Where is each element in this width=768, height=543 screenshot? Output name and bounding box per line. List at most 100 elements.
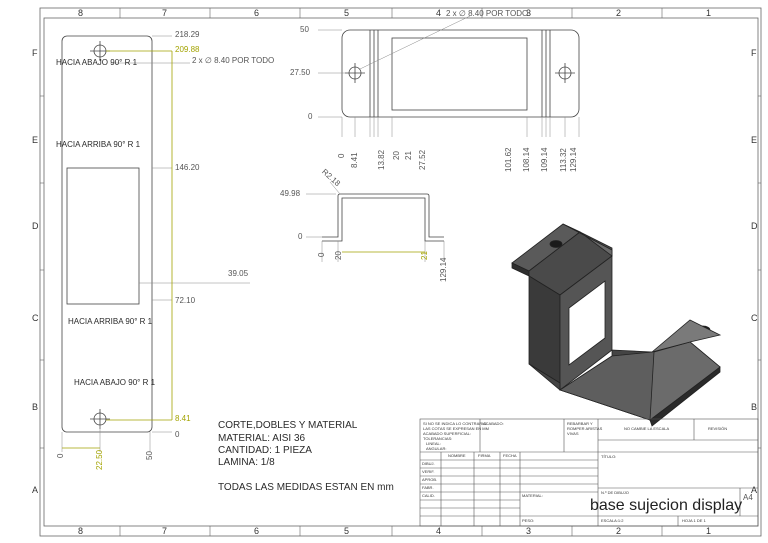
tb-peso: PESO: [522, 518, 535, 523]
zone-right-B: B [751, 402, 758, 412]
zone-top-5: 5 [344, 8, 350, 18]
front-dim-b3: 20 [392, 151, 401, 160]
zone-right-D: D [751, 221, 758, 231]
front-window [391, 37, 528, 111]
tb-titulo: TÍTULO: [601, 454, 617, 459]
flat-dim-8-41: 8.41 [175, 414, 191, 423]
tb-revision: REVISIÓN [708, 426, 728, 431]
zone-bottom-5: 5 [344, 526, 350, 536]
zone-left-D: D [32, 221, 39, 231]
title-block [419, 418, 759, 527]
zone-top-6: 6 [254, 8, 260, 18]
tb-role-verif: VERIF. [422, 469, 435, 474]
zone-right-E: E [751, 135, 758, 145]
tb-role-calid: CALID. [422, 493, 435, 498]
front-outline [341, 29, 580, 118]
front-dim-50: 50 [300, 25, 309, 34]
zone-top-1: 1 [706, 8, 712, 18]
tb-spec-4: TOLERANCIAS: [423, 436, 453, 441]
note-line-5: TODAS LAS MEDIDAS ESTAN EN mm [218, 482, 394, 493]
zone-bottom-4: 4 [436, 526, 442, 536]
tb-size: A4 [743, 493, 753, 502]
tb-material: MATERIAL: [522, 493, 543, 498]
flat-pattern-view [61, 35, 250, 452]
bend-label-3: HACIA ARRIBA 90° R 1 [68, 317, 153, 326]
side-dim-b21: 21 [420, 251, 429, 260]
front-hole-left [345, 63, 365, 83]
tb-n-dibujo: N.º DE DIBUJO [601, 490, 629, 495]
tb-rebarbar-1: REBARBAR Y [567, 421, 593, 426]
front-dim-b10: 129.14 [569, 147, 578, 172]
isometric-part [511, 223, 722, 427]
tb-rebarbar-2: ROMPER ARISTAS [567, 426, 603, 431]
zone-bottom-2: 2 [616, 526, 622, 536]
zone-top-2: 2 [616, 8, 622, 18]
side-dim-b129: 129.14 [439, 257, 448, 282]
tb-spec-3: ACABADO SUPERFICIAL: [423, 431, 472, 436]
zone-top-3: 3 [526, 8, 532, 18]
flat-cutout [66, 167, 140, 305]
outer-border [39, 7, 762, 537]
flat-dim-0-bottom: 0 [56, 453, 65, 458]
zone-bottom-8: 8 [78, 526, 84, 536]
zone-right-A: A [751, 485, 758, 495]
note-line-3: CANTIDAD: 1 PIEZA [218, 445, 312, 456]
bend-label-1: HACIA ABAJO 90° R 1 [56, 58, 138, 67]
tb-acabado: ACABADO: [483, 421, 504, 426]
flat-dim-50: 50 [145, 451, 154, 460]
front-dim-b8: 109.14 [540, 147, 549, 172]
tb-header-nombre: NOMBRE [448, 453, 466, 458]
front-dim-b9: 113.32 [559, 148, 568, 172]
drawing-title: base sujecion display [590, 497, 743, 514]
bend-label-4: HACIA ABAJO 90° R 1 [74, 378, 156, 387]
flat-dim-22-50: 22.50 [95, 449, 104, 470]
tb-no-escala: NO CAMBIE LA ESCALA [624, 426, 670, 431]
side-dim-49-98: 49.98 [280, 189, 301, 198]
front-view [318, 15, 580, 137]
side-dim-0-left: 0 [298, 232, 303, 241]
tb-spec-5: LINEAL: [426, 441, 441, 446]
front-hole-note: 2 x ∅ 8.40 POR TODO [446, 9, 529, 18]
zone-bottom-1: 1 [706, 526, 712, 536]
front-dim-b6: 101.62 [504, 147, 513, 172]
tb-role-dibuj: DIBUJ. [422, 461, 435, 466]
tb-spec-6: ANGULAR: [426, 446, 447, 451]
tb-hoja: HOJA 1 DE 1 [682, 518, 706, 523]
side-view [306, 181, 445, 262]
flat-dim-146-20: 146.20 [175, 163, 200, 172]
tb-escala: ESCALA:1:2 [601, 518, 624, 523]
zone-ticks [40, 8, 761, 536]
flat-outline [61, 35, 153, 433]
front-dim-b4: 21 [404, 151, 413, 160]
flat-dim-39-05: 39.05 [228, 269, 249, 278]
tb-spec-2: LAS COTAS SE EXPRESAN EN MM [423, 426, 489, 431]
zone-bottom-7: 7 [162, 526, 168, 536]
inner-border [43, 17, 759, 527]
flat-dim-0-right: 0 [175, 430, 180, 439]
front-dim-b1: 8.41 [350, 152, 359, 168]
flat-dim-72-10: 72.10 [175, 296, 196, 305]
side-dim-b20: 20 [334, 251, 343, 260]
note-line-2: MATERIAL: AISI 36 [218, 433, 306, 444]
front-dim-b7: 108.14 [522, 147, 531, 172]
front-dim-0-left: 0 [308, 112, 313, 121]
zone-left-E: E [32, 135, 39, 145]
front-dim-27-50: 27.50 [290, 68, 311, 77]
zone-left-F: F [32, 48, 38, 58]
zone-right-F: F [751, 48, 757, 58]
flat-hole-note: 2 x ∅ 8.40 POR TODO [192, 56, 275, 65]
zone-left-B: B [32, 402, 39, 412]
front-dim-b2: 13.82 [377, 149, 386, 170]
zone-left-A: A [32, 485, 39, 495]
tb-role-aprob: APROB. [422, 477, 438, 482]
front-dim-b5: 27.52 [418, 149, 427, 170]
front-dim-b0: 0 [337, 153, 346, 158]
flat-dim-218-29: 218.29 [175, 30, 200, 39]
zone-top-4: 4 [436, 8, 442, 18]
front-hole-right [555, 63, 575, 83]
tb-spec-1: SI NO SE INDICA LO CONTRARIO: [423, 421, 488, 426]
note-line-4: LAMINA: 1/8 [218, 457, 275, 468]
zone-left-C: C [32, 313, 39, 323]
side-dim-b0: 0 [317, 252, 326, 257]
